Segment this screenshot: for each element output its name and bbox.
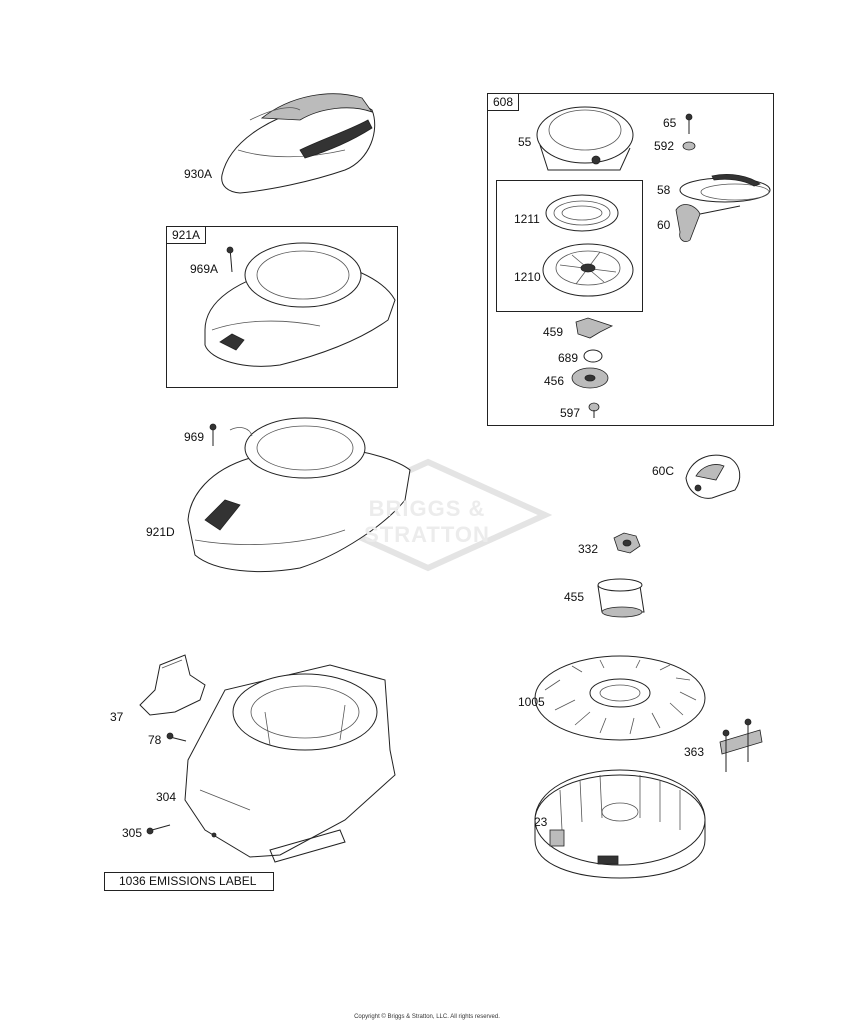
part-363-bracket (719, 718, 763, 772)
part-37-deflector (139, 654, 206, 716)
part-78-screw (166, 732, 187, 742)
callout-969a: 969A (190, 262, 219, 276)
callout-363: 363 (684, 745, 705, 759)
part-23-flywheel (534, 769, 706, 879)
part-60-handle (675, 204, 741, 242)
callout-65: 65 (663, 116, 677, 130)
callout-55: 55 (518, 135, 532, 149)
callout-58: 58 (657, 183, 671, 197)
group-608-label: 608 (488, 94, 520, 111)
watermark-text: BRIGGS & STRATTON (364, 496, 490, 547)
callout-332: 332 (578, 542, 599, 556)
part-455-starter-cup (597, 578, 645, 618)
callout-60c: 60C (652, 464, 675, 478)
part-58-rope (679, 174, 771, 203)
part-930a-blower-cover (221, 93, 376, 194)
part-304-blower-housing (184, 664, 396, 863)
callout-969: 969 (184, 430, 205, 444)
emissions-label-box: 1036 EMISSIONS LABEL (104, 872, 274, 891)
callout-455: 455 (564, 590, 585, 604)
callout-930a: 930A (184, 167, 213, 181)
callout-689: 689 (558, 351, 579, 365)
callout-78: 78 (148, 733, 162, 747)
callout-921d: 921D (146, 525, 175, 539)
part-969-screw (209, 423, 217, 446)
group-921a-label: 921A (167, 227, 207, 244)
part-689-retainer (583, 349, 603, 363)
part-1005-fan (534, 655, 706, 741)
part-459-pawl (575, 317, 614, 339)
callout-592: 592 (654, 139, 675, 153)
part-60c-handle (685, 454, 741, 499)
copyright-notice: Copyright © Briggs & Stratton, LLC. All … (354, 1014, 500, 1020)
part-65-screw (685, 113, 693, 134)
group-608-box: 608 (487, 93, 774, 426)
callout-459: 459 (543, 325, 564, 339)
part-921a-blower-housing (204, 242, 396, 367)
group-921a-box: 921A (166, 226, 398, 388)
callout-60: 60 (657, 218, 671, 232)
part-592-nut (682, 141, 696, 151)
callout-23: 23 (534, 815, 548, 829)
part-921d-blower-housing (187, 417, 411, 572)
part-1211-rewind-spring (545, 194, 619, 232)
callout-1211: 1211 (514, 212, 540, 226)
part-597-screw (588, 402, 600, 418)
callout-305: 305 (122, 826, 143, 840)
part-305-screw (146, 824, 171, 835)
group-spring-pulley-box (496, 180, 643, 312)
part-332-nut (613, 532, 641, 554)
callout-597: 597 (560, 406, 581, 420)
callout-1005: 1005 (518, 695, 545, 709)
part-456-retainer (571, 367, 609, 389)
callout-1210: 1210 (514, 270, 541, 284)
part-1210-pulley (542, 243, 634, 297)
part-55-starter-housing (536, 106, 634, 171)
callout-456: 456 (544, 374, 565, 388)
callout-37: 37 (110, 710, 124, 724)
callout-304: 304 (156, 790, 177, 804)
